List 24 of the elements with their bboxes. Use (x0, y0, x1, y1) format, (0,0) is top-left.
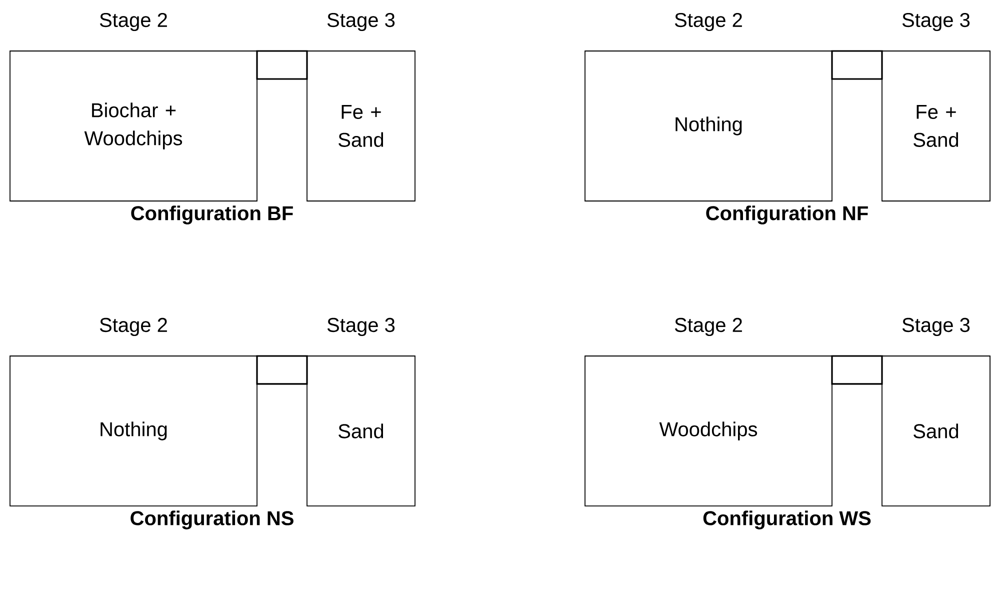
stage-box: Nothing (10, 356, 258, 506)
configuration-caption: Configuration NS (130, 510, 294, 530)
stage-label: Stage 2 (674, 12, 742, 32)
stage-label: Stage 3 (327, 318, 395, 336)
stage-box: Fe + Sand (882, 50, 990, 202)
configuration-caption: Configuration WS (703, 510, 871, 530)
configuration-caption: Configuration NF (706, 206, 868, 224)
stage-box: Sand (882, 356, 990, 506)
stage-label: Stage 2 (100, 12, 167, 32)
stage-box: Woodchips (584, 356, 832, 506)
stage-box: Biochar + Woodchips (10, 50, 258, 202)
stage-box: Fe + Sand (306, 50, 416, 202)
connector-box (256, 355, 308, 385)
configuration-caption: Configuration BF (131, 206, 293, 224)
stage-label: Stage 3 (902, 12, 970, 32)
stage-box: Nothing (584, 50, 832, 202)
stage-box: Sand (306, 356, 416, 506)
connector-box (256, 50, 308, 80)
stage-label: Stage 2 (100, 318, 167, 336)
stage-label: Stage 3 (327, 12, 395, 32)
connector-box (831, 355, 883, 385)
stage-label: Stage 2 (674, 318, 742, 336)
stage-label: Stage 3 (902, 318, 970, 336)
connector-box (831, 50, 883, 80)
